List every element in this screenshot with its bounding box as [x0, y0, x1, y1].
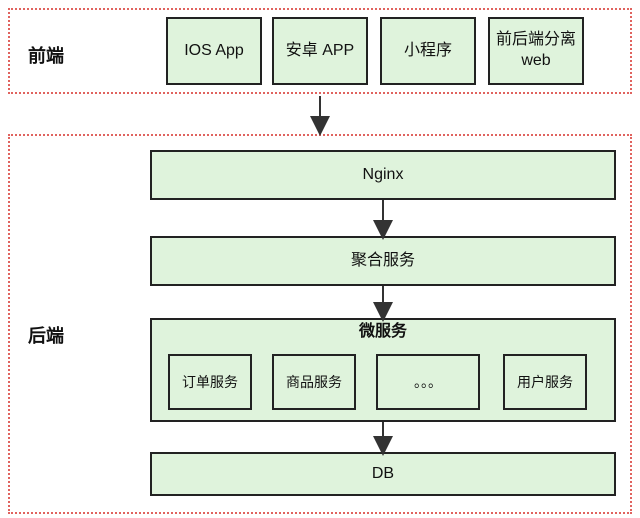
service-ellipsis: 。。。 [376, 354, 480, 410]
frontend-region [8, 8, 632, 94]
service-order: 订单服务 [168, 354, 252, 410]
client-ios-app: IOS App [166, 17, 262, 85]
client-mini-program: 小程序 [380, 17, 476, 85]
client-web: 前后端分离 web [488, 17, 584, 85]
nginx-box: Nginx [150, 150, 616, 200]
service-user: 用户服务 [503, 354, 587, 410]
backend-label: 后端 [28, 326, 64, 346]
microservices-title: 微服务 [358, 323, 407, 340]
service-product: 商品服务 [272, 354, 356, 410]
client-android-app: 安卓 APP [272, 17, 368, 85]
frontend-label: 前端 [28, 46, 64, 66]
